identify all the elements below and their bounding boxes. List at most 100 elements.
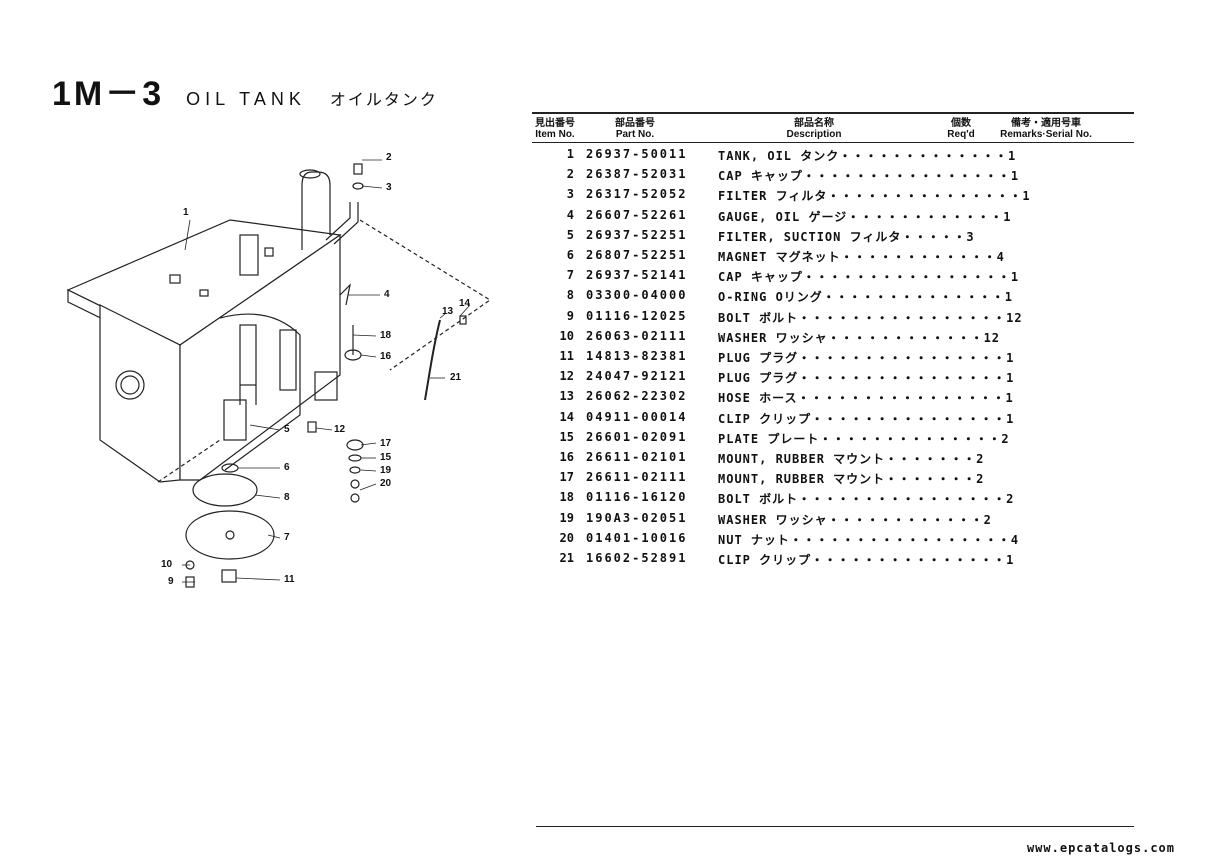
item-number: 12 [559,369,574,384]
section-code: 1M－3 [52,75,165,113]
part-description: CLIP クリップ・・・・・・・・・・・・・・・1 [718,553,1015,567]
part-description: CLIP クリップ・・・・・・・・・・・・・・・1 [718,411,1015,426]
part-number: 26937-50011 [586,147,688,161]
item-number: 10 [559,328,574,343]
item-number: 5 [566,227,574,242]
callout-17: 17 [380,438,392,449]
item-number: 19 [559,510,574,525]
item-number: 4 [566,207,574,222]
part-description: CAP キャップ・・・・・・・・・・・・・・・・1 [718,169,1020,184]
item-number: 11 [559,349,574,363]
callout-19: 19 [380,465,392,476]
part-number: 14813-82381 [586,349,688,363]
table-row: 7 26937-52141 CAP キャップ・・・・・・・・・・・・・・・・1 [536,268,1136,288]
callout-14: 14 [459,298,471,309]
table-row: 12 24047-92121 PLUG プラグ・・・・・・・・・・・・・・・・1 [536,369,1136,389]
table-row: 11 14813-82381 PLUG プラグ・・・・・・・・・・・・・・・・1 [536,349,1136,369]
callout-4: 4 [384,289,390,300]
part-number: 26937-52141 [586,268,688,283]
part-description: HOSE ホース・・・・・・・・・・・・・・・・1 [718,391,1014,406]
part-description: GAUGE, OIL ゲージ・・・・・・・・・・・・1 [718,209,1012,224]
callout-8: 8 [284,492,290,503]
item-number: 7 [566,268,574,283]
table-row: 17 26611-02111 MOUNT, RUBBER マウント・・・・・・・2 [536,470,1136,490]
callout-16: 16 [380,351,392,362]
table-row: 6 26807-52251 MAGNET マグネット・・・・・・・・・・・・4 [536,248,1136,268]
table-row: 18 01116-16120 BOLT ボルト・・・・・・・・・・・・・・・・2 [536,490,1136,510]
part-description: BOLT ボルト・・・・・・・・・・・・・・・・2 [718,492,1015,507]
exploded-parts-diagram: 1 2 3 4 5 6 7 8 9 10 11 12 13 14 15 16 1… [40,140,520,600]
part-number: 26601-02091 [586,429,688,444]
part-description: CAP キャップ・・・・・・・・・・・・・・・・1 [718,270,1020,285]
item-number: 15 [559,429,574,444]
part-description: MOUNT, RUBBER マウント・・・・・・・2 [718,472,985,487]
table-header-rule [532,142,1134,143]
callout-5: 5 [284,424,290,435]
part-number: 26607-52261 [586,207,688,222]
part-number: 26611-02101 [586,450,688,464]
part-description: FILTER フィルタ・・・・・・・・・・・・・・・1 [718,189,1031,204]
table-top-rule [532,112,1134,114]
section-title-jp: オイルタンク [329,90,438,109]
part-number: 26807-52251 [586,248,688,262]
part-number: 190A3-02051 [586,510,688,525]
part-description: PLUG プラグ・・・・・・・・・・・・・・・・1 [718,371,1015,386]
item-number: 2 [566,167,574,182]
table-row: 10 26063-02111 WASHER ワッシャ・・・・・・・・・・・・12 [536,329,1136,349]
callout-13: 13 [442,306,454,317]
part-number: 04911-00014 [586,409,688,424]
part-number: 24047-92121 [586,369,688,384]
table-row: 5 26937-52251 FILTER, SUCTION フィルタ・・・・・3 [536,228,1136,248]
part-number: 03300-04000 [586,288,688,303]
item-number: 20 [559,530,574,545]
part-description: O-RING Oリング・・・・・・・・・・・・・・1 [718,290,1014,305]
item-number: 17 [559,470,574,485]
part-description: FILTER, SUCTION フィルタ・・・・・3 [718,229,975,244]
table-row: 3 26317-52052 FILTER フィルタ・・・・・・・・・・・・・・・1 [536,187,1136,207]
part-description: MAGNET マグネット・・・・・・・・・・・・4 [718,250,1005,264]
table-bottom-rule [536,826,1134,827]
callout-3: 3 [386,182,392,193]
item-number: 9 [566,308,574,323]
item-number: 16 [559,450,574,464]
callout-6: 6 [284,462,290,473]
part-number: 26063-02111 [586,328,688,343]
part-number: 26317-52052 [586,187,688,202]
part-description: WASHER ワッシャ・・・・・・・・・・・・12 [718,330,1001,345]
item-number: 3 [566,187,574,202]
callout-18: 18 [380,330,392,341]
item-number: 21 [559,551,574,565]
footer-url: www.epcatalogs.com [1026,841,1175,855]
part-description: PLUG プラグ・・・・・・・・・・・・・・・・1 [718,351,1015,365]
callout-9: 9 [168,576,174,587]
part-description: NUT ナット・・・・・・・・・・・・・・・・・4 [718,532,1020,547]
table-row: 21 16602-52891 CLIP クリップ・・・・・・・・・・・・・・・1 [536,551,1136,571]
item-number: 18 [559,490,574,505]
callout-21: 21 [450,372,462,383]
item-number: 13 [559,389,574,404]
part-description: WASHER ワッシャ・・・・・・・・・・・・2 [718,512,992,527]
part-number: 26062-22302 [586,389,688,404]
part-number: 26937-52251 [586,227,688,242]
table-row: 13 26062-22302 HOSE ホース・・・・・・・・・・・・・・・・1 [536,389,1136,409]
table-row: 4 26607-52261 GAUGE, OIL ゲージ・・・・・・・・・・・・1 [536,208,1136,228]
part-number: 01401-10016 [586,530,688,545]
item-number: 8 [566,288,574,303]
page-title: 1M－3 OIL TANK オイルタンク [52,66,438,115]
section-title-en: OIL TANK [186,89,306,109]
part-number: 01116-16120 [586,490,688,505]
part-number: 26611-02111 [586,470,688,485]
callout-7: 7 [284,532,290,543]
part-description: BOLT ボルト・・・・・・・・・・・・・・・・12 [718,310,1023,325]
table-row: 19 190A3-02051 WASHER ワッシャ・・・・・・・・・・・・2 [536,511,1136,531]
part-number: 01116-12025 [586,308,688,323]
part-number: 16602-52891 [586,551,688,565]
item-number: 6 [566,248,574,262]
